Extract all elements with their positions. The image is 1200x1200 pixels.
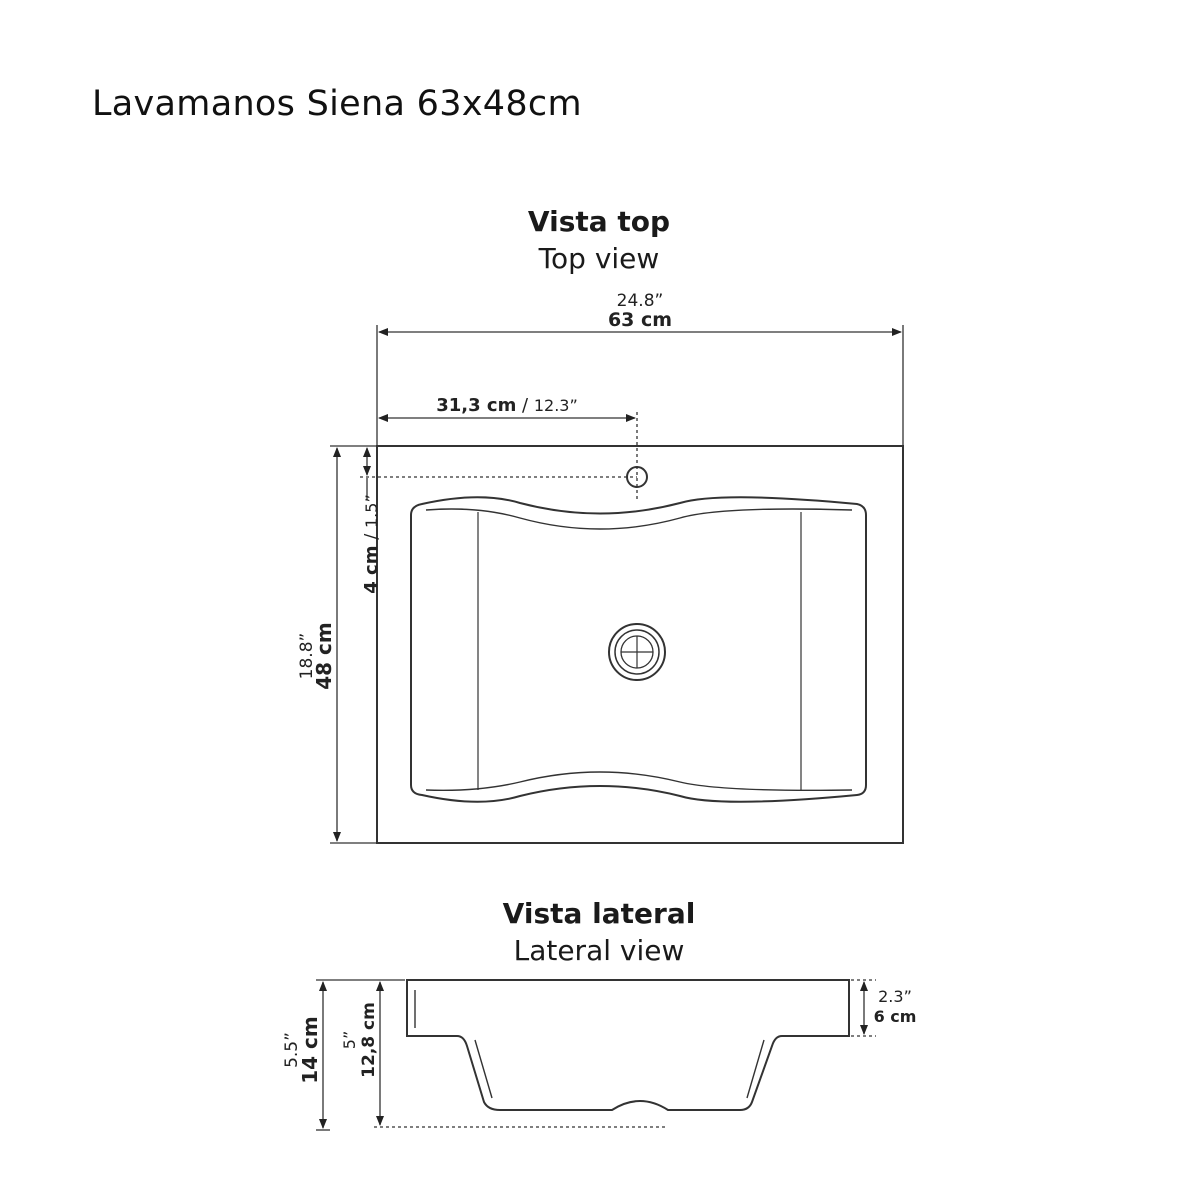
bowl-inner-curve-bottom [425, 771, 853, 792]
tap-offset-label: 31,3 cm / 12.3” [436, 395, 578, 416]
bowl-outline [410, 496, 867, 803]
bowl-height-cm-label: 12,8 cm [359, 1002, 379, 1078]
lateral-view-subtitle: Lateral view [513, 934, 685, 967]
lateral-view-title: Vista lateral [502, 897, 696, 930]
page-title: Lavamanos Siena 63x48cm [92, 84, 582, 124]
tap-offset-inch: 12.3” [534, 396, 578, 415]
lateral-view-drawing [406, 979, 850, 1111]
tap-offset-cm: 31,3 cm [436, 395, 516, 416]
lateral-view-heading: Vista lateral Lateral view [399, 896, 799, 970]
top-view-drawing [376, 445, 904, 844]
basin-profile-inner [414, 990, 765, 1099]
basin-profile [406, 979, 850, 1111]
depth-cm-label: 48 cm [312, 622, 336, 690]
tap-inset-cm: 4 cm [361, 546, 382, 594]
top-view-heading: Vista top Top view [399, 204, 799, 278]
top-view-dimensions [330, 325, 904, 844]
lateral-view-dimensions [316, 979, 876, 1131]
width-inch-label: 24.8” [617, 291, 664, 311]
total-height-inch-label: 5.5” [282, 1032, 302, 1068]
tap-offset-separator: / [516, 395, 534, 416]
rim-height-inch-label: 2.3” [878, 987, 912, 1006]
top-view-subtitle: Top view [538, 242, 660, 275]
width-cm-label: 63 cm [608, 309, 672, 331]
bowl-inner-curve-top [425, 508, 853, 530]
total-height-cm-label: 14 cm [298, 1016, 322, 1084]
bowl-height-inch-label: 5” [340, 1031, 359, 1049]
tap-inset-separator: / [361, 528, 382, 546]
depth-inch-label: 18.8” [297, 633, 317, 680]
rim-height-cm-label: 6 cm [874, 1007, 917, 1026]
drain-outer [608, 623, 666, 681]
basin-outline [376, 445, 904, 844]
top-view-title: Vista top [527, 205, 671, 238]
tap-inset-inch: 1.5” [362, 494, 381, 528]
drain-ring [614, 629, 660, 675]
tap-inset-label: 4 cm / 1.5” [361, 494, 382, 593]
